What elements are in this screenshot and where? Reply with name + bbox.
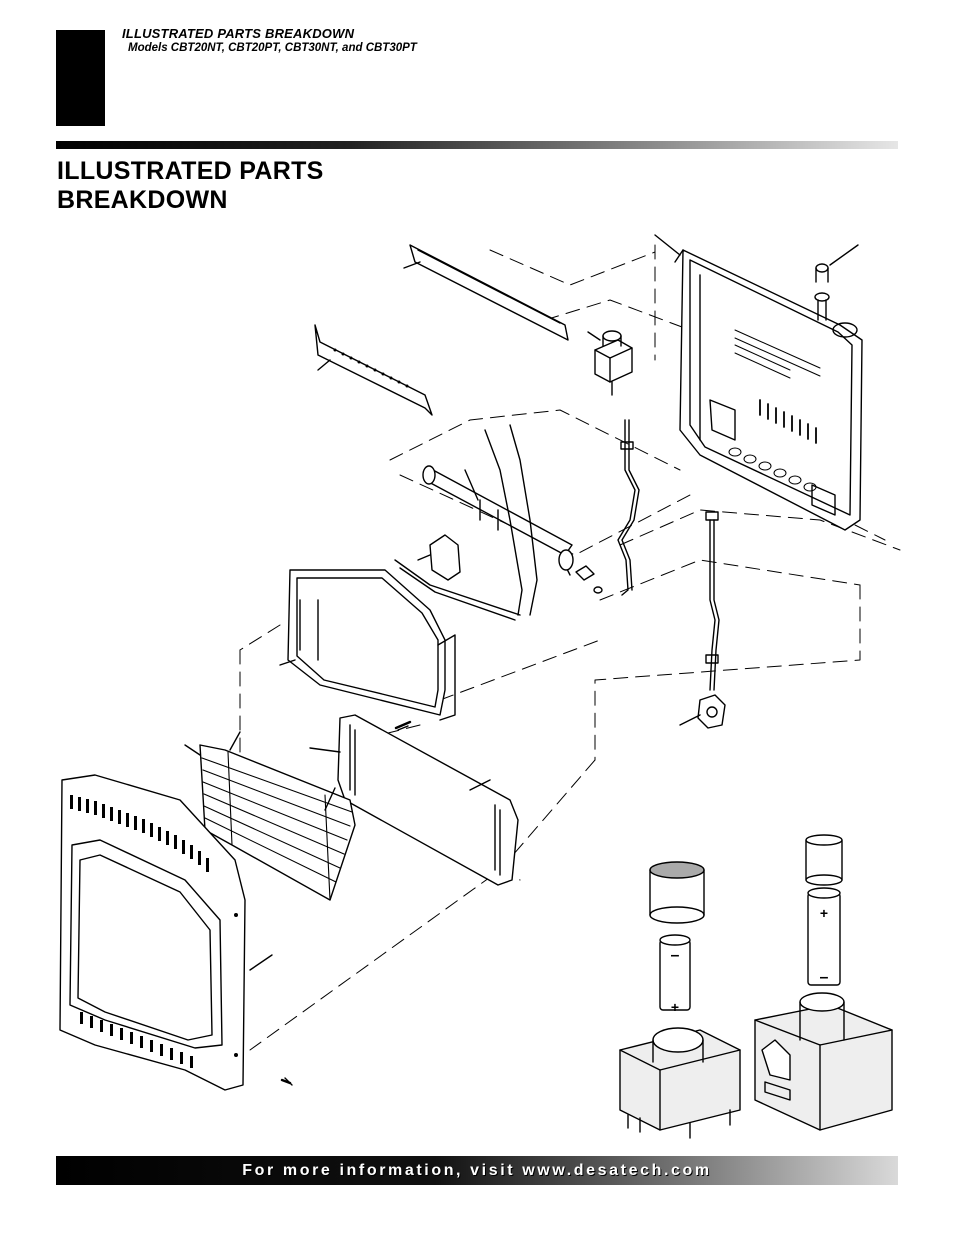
page-heading: ILLUSTRATED PARTS BREAKDOWN <box>57 157 324 215</box>
heater-back-cabinet <box>654 234 863 531</box>
pilot-assembly <box>417 534 461 581</box>
page-heading-line1: ILLUSTRATED PARTS <box>57 157 324 185</box>
radiant-panel <box>309 714 519 886</box>
page-heading-line2: BREAKDOWN <box>57 186 228 214</box>
left-battery-minus: – <box>671 947 680 964</box>
pilot-tubing <box>394 424 538 621</box>
footer-bar: For more information, visit www.desatech… <box>56 1156 898 1185</box>
orifice-fittings <box>575 565 603 594</box>
piezo-igniter <box>679 694 726 729</box>
section-tab-block <box>56 30 105 126</box>
left-battery-plus: + <box>671 999 679 1015</box>
header-models: Models CBT20NT, CBT20PT, CBT30NT, and CB… <box>128 42 417 54</box>
front-cover <box>59 774 293 1091</box>
battery-inset-right: + – <box>754 834 893 1131</box>
battery-inset-left: – + <box>619 861 741 1139</box>
screws <box>280 720 412 1085</box>
header-section-title: ILLUSTRATED PARTS BREAKDOWN <box>122 26 355 41</box>
footer-text: For more information, visit www.desatech… <box>242 1161 712 1179</box>
right-battery-minus: – <box>820 969 829 986</box>
gas-supply-tube <box>617 419 720 691</box>
header-gradient-rule <box>56 141 898 149</box>
top-fitting <box>814 244 859 321</box>
top-deflector-strip <box>403 244 569 341</box>
combustion-chamber <box>279 569 456 721</box>
gas-valve <box>587 330 633 396</box>
burner-tube <box>422 465 574 576</box>
right-battery-plus: + <box>820 905 828 921</box>
perforated-bracket <box>314 324 433 416</box>
